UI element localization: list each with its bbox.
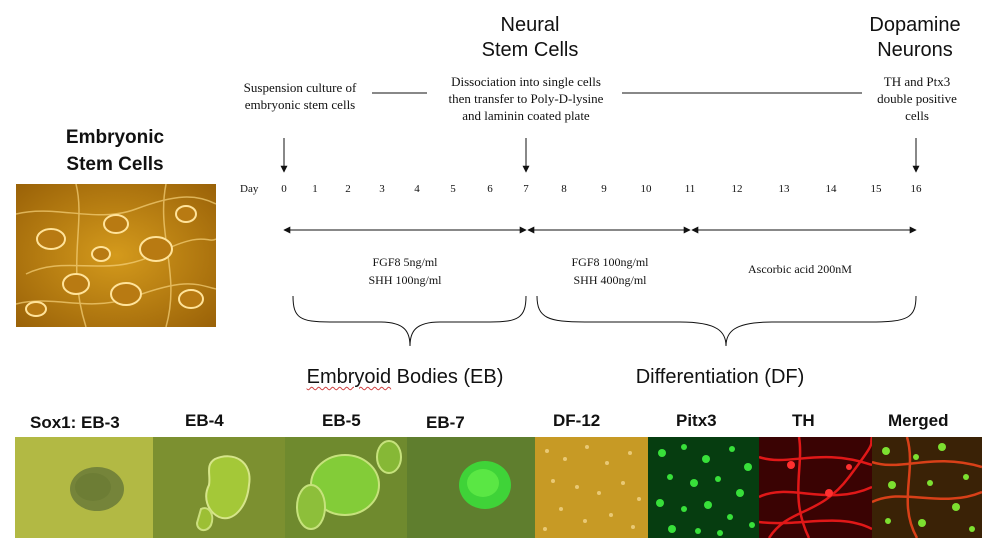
th-ptx3-note: TH and Ptx3 double positive cells: [877, 74, 957, 123]
suspension-culture-note: Suspension culture of embryonic stem cel…: [243, 80, 357, 112]
panel-label-eb-3: Sox1: EB-3: [30, 413, 120, 433]
day-tick-8: 8: [561, 183, 567, 195]
dopamine-neurons-label: Dopamine Neurons: [869, 14, 961, 61]
treatment-fgf8-shh-high: FGF8 100ng/ml SHH 400ng/ml: [571, 255, 649, 287]
day-tick-7: 7: [523, 183, 529, 195]
embryoid-word: Embryoid: [306, 366, 392, 388]
day-tick-1: 1: [312, 183, 318, 195]
day-tick-16: 16: [910, 183, 922, 195]
micrograph-eb-5: [285, 437, 407, 538]
micrograph-pitx3: [648, 437, 759, 538]
micrograph-merged: [872, 437, 982, 538]
micrograph-th: [759, 437, 872, 538]
day-tick-11: 11: [684, 183, 696, 195]
embryoid-bodies-phase-label: Embryoid Bodies (EB): [306, 366, 504, 388]
day-tick-10: 10: [640, 183, 652, 195]
panel-label-merged: Merged: [888, 411, 949, 430]
panel-label-th: TH: [792, 411, 815, 430]
day-tick-13: 13: [778, 183, 790, 195]
brace-differentiation: [536, 295, 917, 347]
micrograph-df-12: [535, 437, 648, 538]
embryonic-stem-cells-image: [16, 184, 216, 327]
embryonic-stem-cells-label: Embryonic Stem Cells: [65, 127, 165, 175]
micrograph-eb-7: [407, 437, 535, 538]
treatment-ascorbic-acid: Ascorbic acid 200nM: [748, 262, 852, 276]
panel-label-df-12: DF-12: [553, 411, 601, 430]
day-tick-0: 0: [281, 183, 287, 195]
eb-3-label: EB-3: [81, 413, 120, 432]
dissociation-note: Dissociation into single cells then tran…: [448, 74, 604, 123]
micrograph-eb-3: [15, 437, 153, 538]
day-tick-12: 12: [731, 183, 743, 195]
micrograph-eb-4: [153, 437, 285, 538]
differentiation-phase-label: Differentiation (DF): [635, 366, 805, 388]
panel-label-eb-7: EB-7: [426, 413, 465, 432]
timeline-day-label: Day: [240, 183, 259, 195]
day-tick-4: 4: [414, 183, 420, 195]
neural-stem-cells-label: Neural Stem Cells: [481, 14, 579, 61]
day-tick-3: 3: [379, 183, 385, 195]
day-tick-14: 14: [825, 183, 837, 195]
sox1-prefix: Sox1:: [30, 413, 77, 432]
panel-label-eb-4: EB-4: [185, 411, 224, 430]
panel-label-pitx3: Pitx3: [676, 411, 717, 430]
day-tick-5: 5: [450, 183, 456, 195]
brace-embryoid-bodies: [292, 295, 527, 347]
day-tick-9: 9: [601, 183, 607, 195]
panel-label-eb-5: EB-5: [322, 411, 361, 430]
day-tick-6: 6: [487, 183, 493, 195]
day-tick-2: 2: [345, 183, 351, 195]
treatment-fgf8-shh-low: FGF8 5ng/ml SHH 100ng/ml: [368, 255, 442, 287]
day-tick-15: 15: [870, 183, 882, 195]
